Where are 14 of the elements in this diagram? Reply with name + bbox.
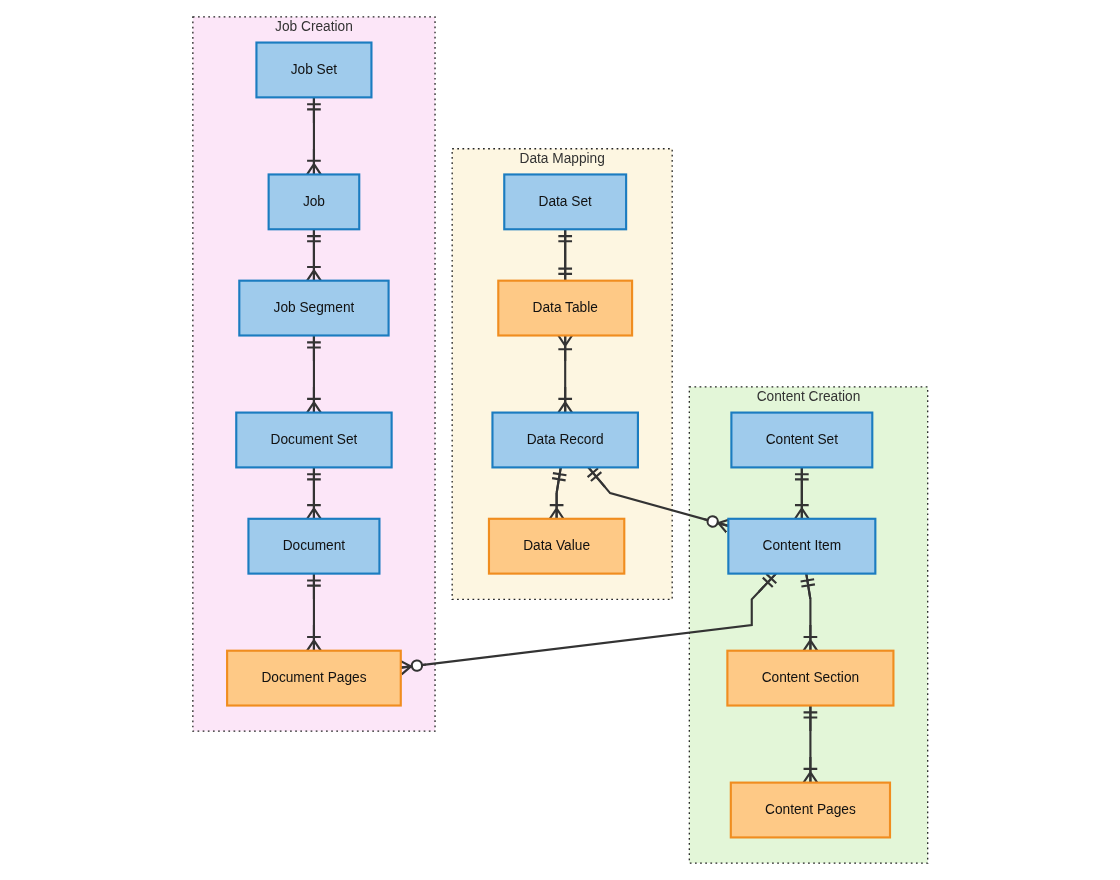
- node-box: Job Segment: [237, 279, 390, 337]
- node-box: Document Set: [234, 411, 393, 469]
- node-box: Data Set: [502, 173, 627, 231]
- node-box: Content Pages: [729, 781, 891, 839]
- node-box: Data Value: [487, 517, 626, 575]
- node-box: Content Set: [730, 411, 874, 469]
- node-box: Job Set: [255, 41, 373, 99]
- node-box: Data Table: [496, 279, 633, 337]
- node-box: Data Record: [491, 411, 639, 469]
- node-box: Document Pages: [225, 649, 402, 707]
- node-box: Job: [267, 173, 361, 231]
- node-box: Document: [247, 517, 381, 575]
- node-box: Content Item: [727, 517, 877, 575]
- node-box: Content Section: [726, 649, 895, 707]
